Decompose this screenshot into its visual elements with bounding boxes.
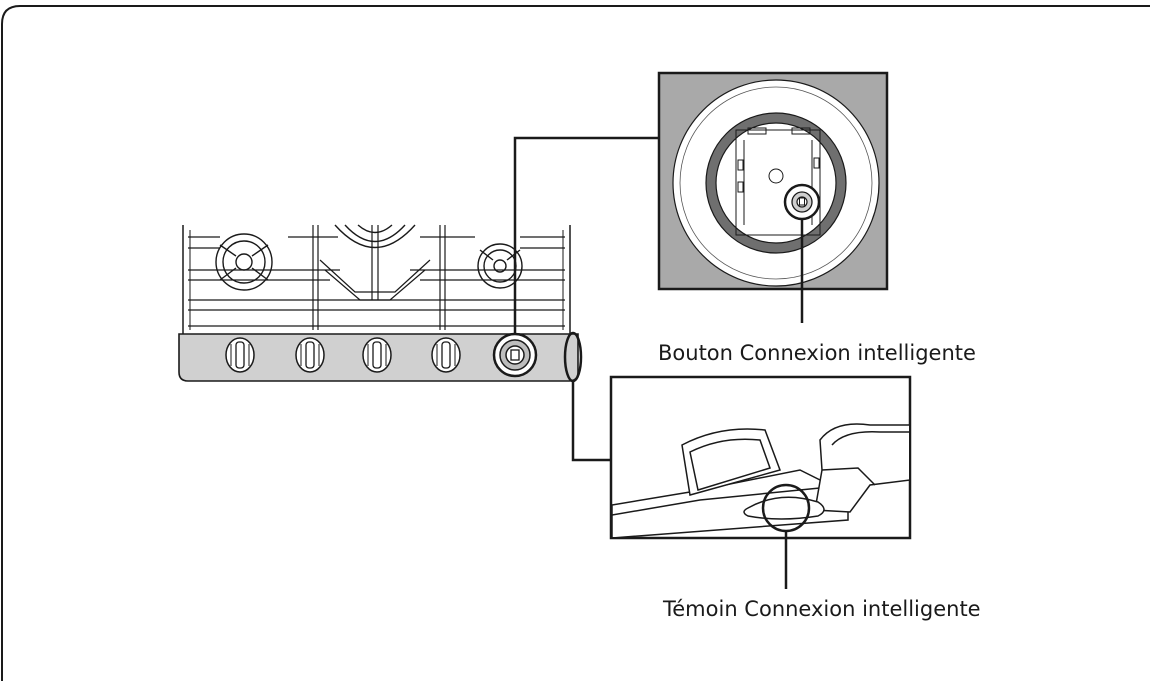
control-knob	[431, 337, 461, 373]
card-frame	[1, 5, 1150, 681]
control-knob	[295, 337, 325, 373]
indicator-zoom-panel	[609, 375, 912, 589]
cooktop-illustration	[178, 224, 583, 383]
burner-right	[477, 243, 523, 289]
control-knob	[362, 337, 392, 373]
indicator-label: Témoin Connexion intelligente	[662, 597, 981, 621]
knob-row	[225, 337, 461, 373]
control-knob	[225, 337, 255, 373]
burner-center	[334, 224, 416, 249]
connector-lines	[513, 136, 659, 462]
button-label: Bouton Connexion intelligente	[658, 341, 976, 365]
grate-bars	[188, 225, 565, 330]
smart-connect-button-small	[492, 332, 538, 378]
burner-left	[215, 233, 273, 291]
button-zoom-panel	[657, 71, 889, 323]
